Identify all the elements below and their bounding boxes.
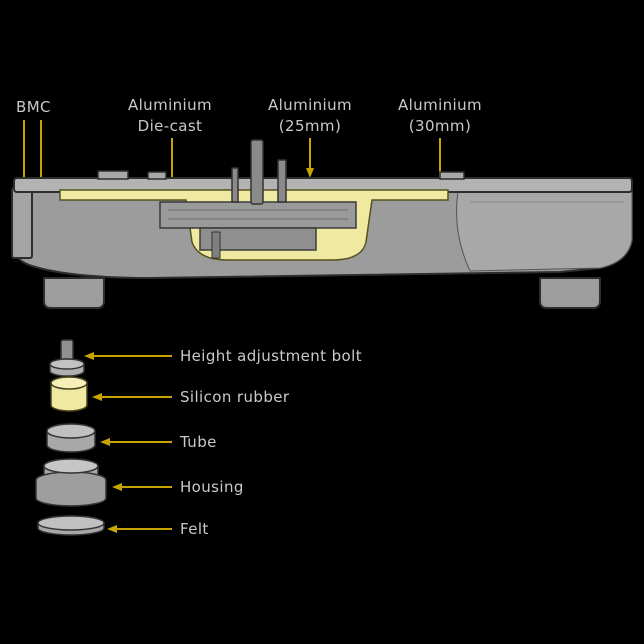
label-felt: Felt — [180, 520, 209, 538]
housing-top — [43, 458, 99, 474]
center-screw — [211, 231, 221, 259]
label-aluminium-die-cast-line2: Die-cast — [138, 117, 203, 135]
bolt-arrowhead — [84, 352, 94, 360]
motor-block — [199, 227, 317, 251]
turntable-foot-right — [539, 277, 601, 309]
deck-tab-right — [439, 171, 465, 180]
label-silicon-rubber: Silicon rubber — [180, 388, 290, 406]
silicon-rubber-arrowhead — [92, 393, 102, 401]
aluminium-25mm-arrowhead — [306, 168, 314, 178]
material-labels: BMC Aluminium Die-cast Aluminium (25mm) … — [16, 96, 482, 135]
label-aluminium-die-cast-line1: Aluminium — [128, 96, 212, 114]
foot-part-labels: Height adjustment bolt Silicon rubber Tu… — [84, 347, 362, 538]
label-aluminium-25mm-line1: Aluminium — [268, 96, 352, 114]
label-aluminium-25mm-line2: (25mm) — [279, 117, 341, 135]
label-height-adjustment-bolt: Height adjustment bolt — [180, 347, 362, 365]
tube-top — [46, 423, 96, 439]
foot-exploded-view — [35, 339, 107, 536]
silicon-rubber-top — [50, 376, 88, 390]
turntable-cross-section — [11, 139, 633, 309]
felt-top — [37, 515, 105, 531]
tube-arrowhead — [100, 438, 110, 446]
label-bmc: BMC — [16, 98, 51, 116]
housing-lower — [35, 471, 107, 507]
label-tube: Tube — [179, 433, 217, 451]
felt-arrowhead — [107, 525, 117, 533]
aluminium-30mm-region — [456, 191, 633, 272]
bmc-left-cap — [11, 187, 33, 259]
rod-right — [277, 159, 287, 203]
bolt-flange-top — [49, 358, 85, 370]
label-aluminium-30mm-line2: (30mm) — [409, 117, 471, 135]
platter-mass — [159, 201, 357, 229]
turntable-foot-left — [43, 277, 105, 309]
spindle — [250, 139, 264, 205]
rod-left — [231, 167, 239, 203]
housing-arrowhead — [112, 483, 122, 491]
label-aluminium-30mm-line1: Aluminium — [398, 96, 482, 114]
deck-tab-left — [97, 170, 129, 180]
deck-tab-center — [147, 171, 167, 180]
label-housing: Housing — [180, 478, 244, 496]
